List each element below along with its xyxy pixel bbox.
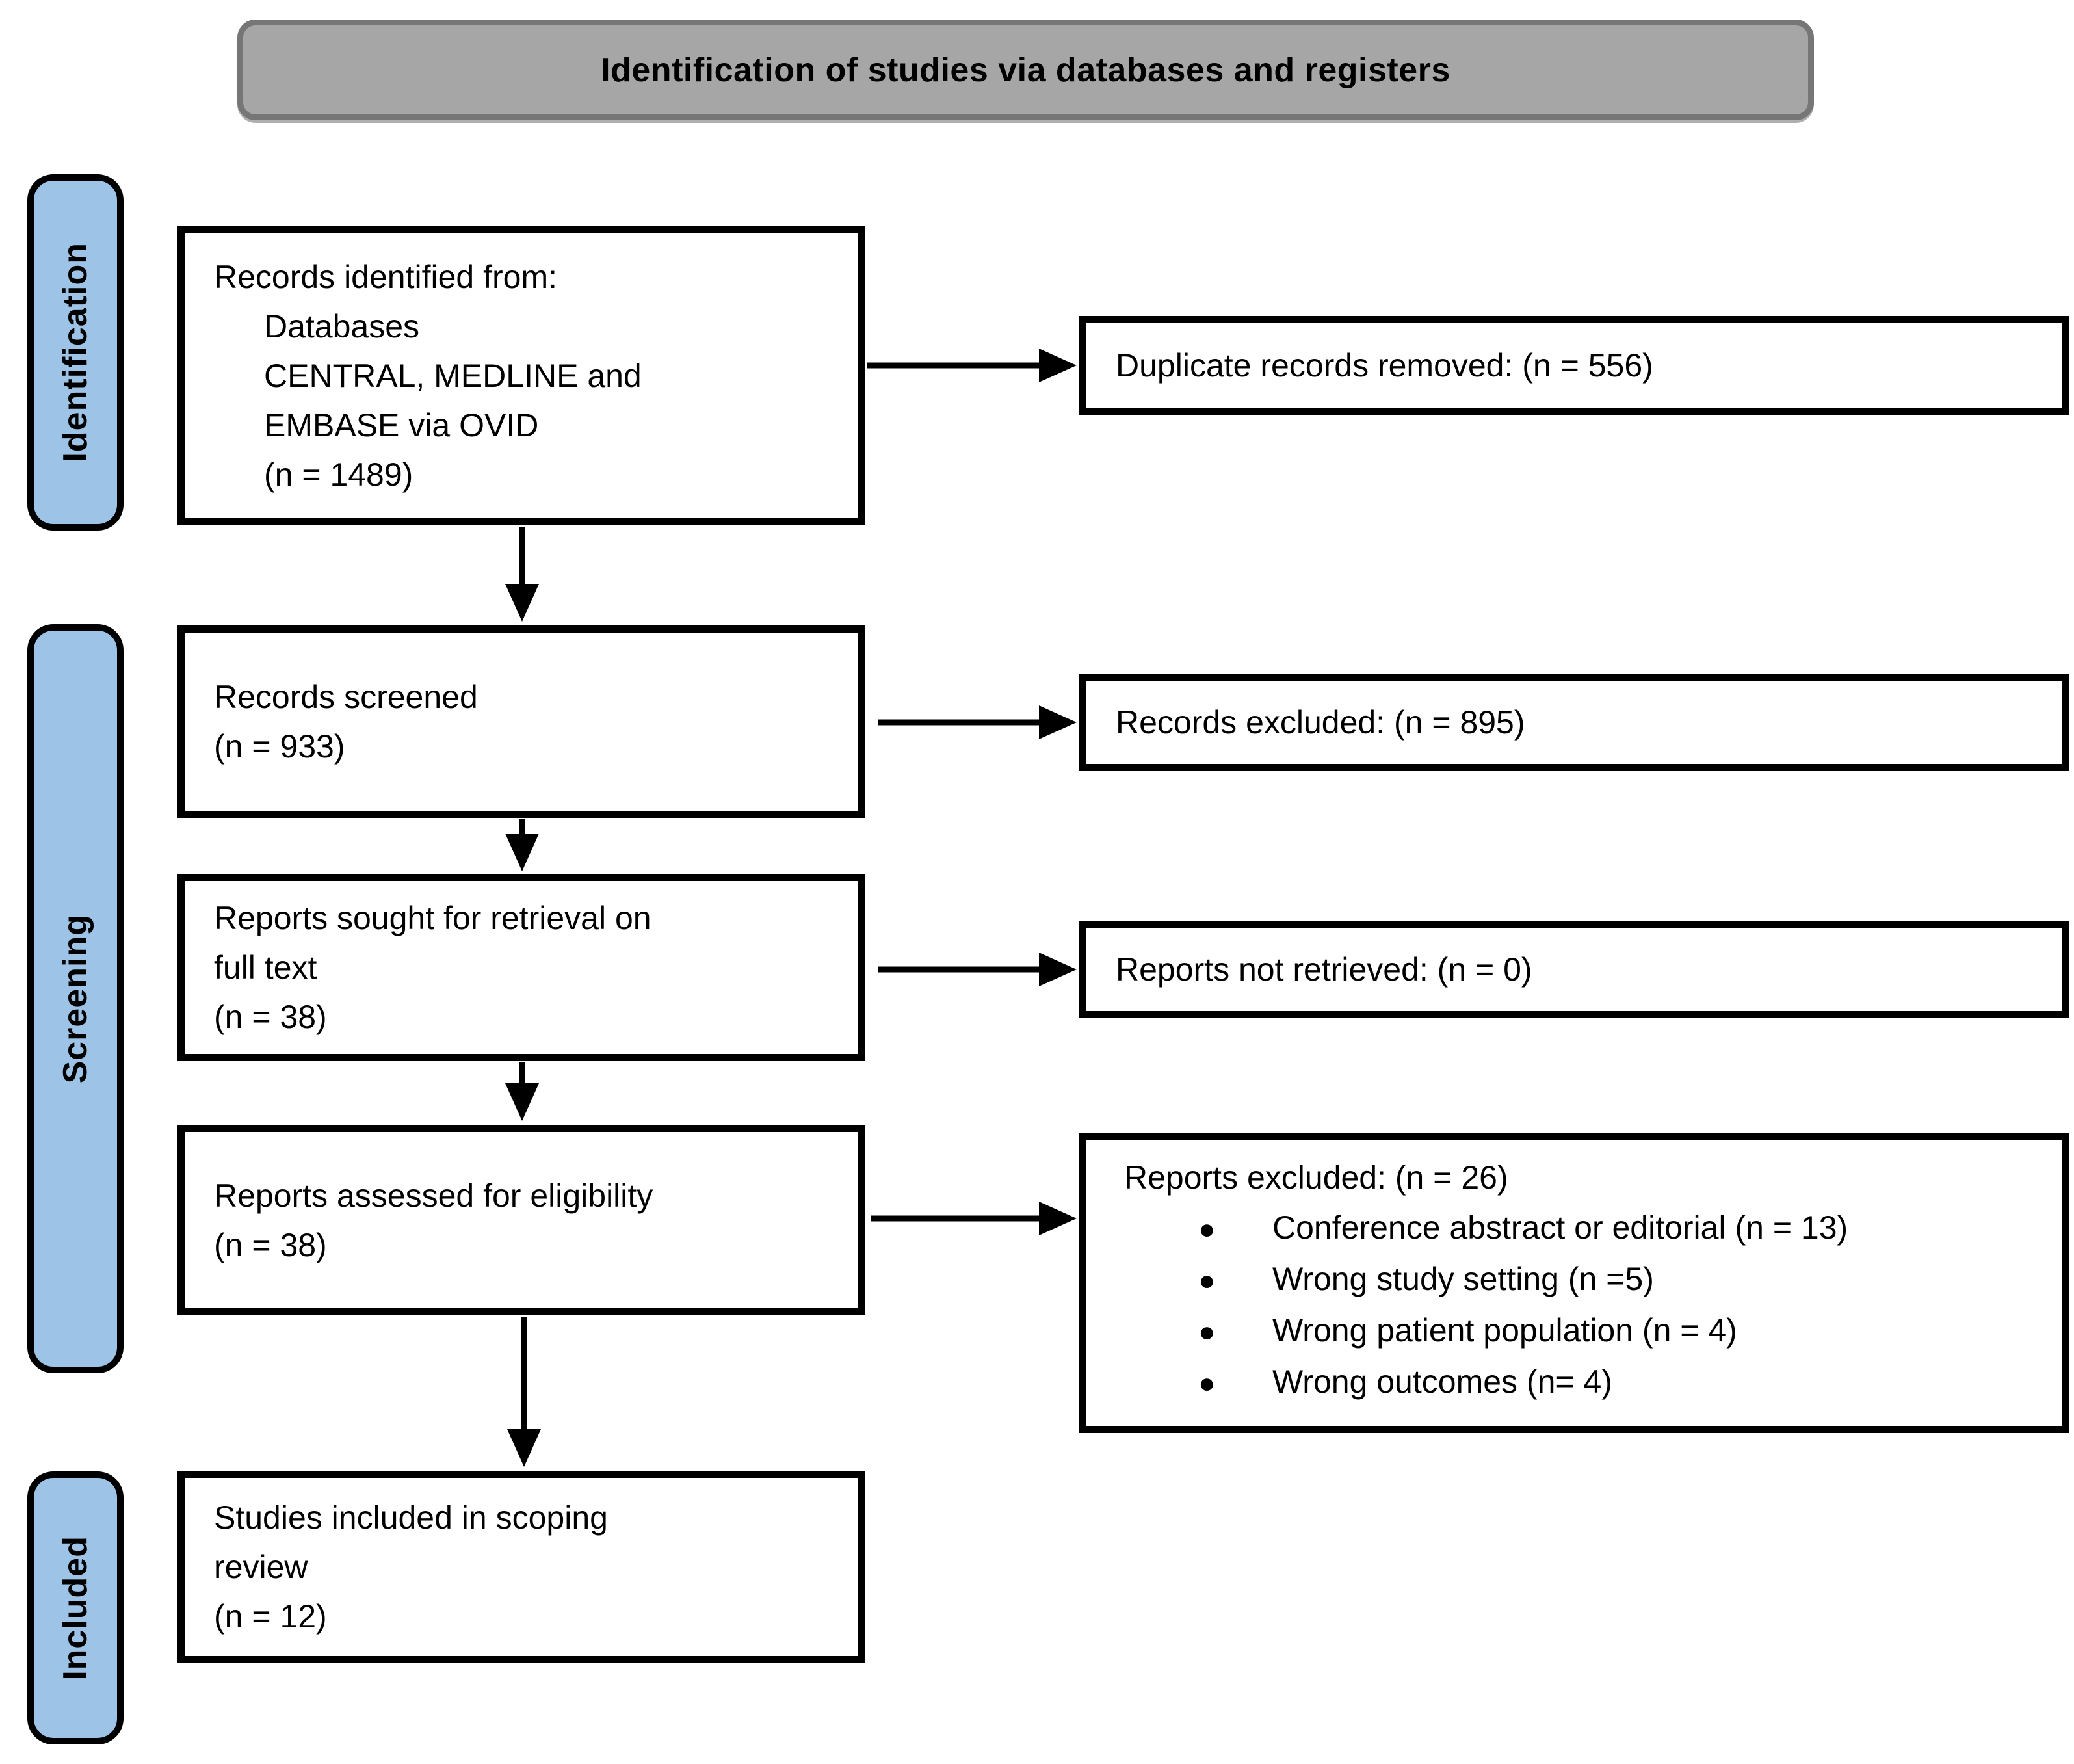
bullet-icon: ● <box>1198 1265 1216 1297</box>
stage-label-identification-text: Identification <box>57 243 94 462</box>
box-reports-assessed-line: Reports assessed for eligibility <box>214 1177 653 1214</box>
exclusion-reason-item: ● Wrong outcomes (n= 4) <box>1086 1357 2049 1408</box>
exclusion-reason-item: ● Wrong study setting (n =5) <box>1086 1254 2049 1306</box>
box-studies-included: Studies included in scoping review (n = … <box>177 1471 865 1663</box>
arrowhead-right-icon <box>1039 953 1077 986</box>
box-records-identified: Records identified from: Databases CENTR… <box>177 226 865 525</box>
exclusion-reason-item: ● Conference abstract or editorial (n = … <box>1086 1203 2049 1254</box>
diagram-title-text: Identification of studies via databases … <box>601 51 1450 89</box>
box-reports-not-retrieved-text: Reports not retrieved: (n = 0) <box>1116 951 1532 988</box>
box-reports-sought-line: (n = 38) <box>214 999 327 1035</box>
arrowhead-right-icon <box>1039 349 1077 382</box>
exclusion-reason-text: Wrong study setting (n =5) <box>1272 1261 1654 1297</box>
stage-label-screening-text: Screening <box>57 914 94 1084</box>
box-duplicates-removed: Duplicate records removed: (n = 556) <box>1079 316 2069 415</box>
exclusion-reason-text: Wrong outcomes (n= 4) <box>1272 1363 1612 1400</box>
box-reports-assessed-line: (n = 38) <box>214 1226 327 1263</box>
arrow-assessed-to-reports-excluded <box>871 1202 1077 1235</box>
stage-label-included-text: Included <box>57 1536 94 1680</box>
arrowhead-down-icon <box>507 1429 541 1467</box>
arrow-screened-to-sought <box>505 819 539 871</box>
arrow-identified-to-screened <box>505 527 539 622</box>
box-records-identified-line: EMBASE via OVID <box>264 407 539 443</box>
box-reports-assessed: Reports assessed for eligibility (n = 38… <box>177 1125 865 1315</box>
arrowhead-down-icon <box>505 584 539 622</box>
arrowhead-right-icon <box>1039 1202 1077 1235</box>
box-records-identified-line: Records identified from: <box>214 259 558 295</box>
stage-label-included: Included <box>27 1471 124 1744</box>
arrow-sought-to-not-retrieved <box>878 953 1077 986</box>
box-records-identified-line: Databases <box>264 308 420 345</box>
box-records-excluded: Records excluded: (n = 895) <box>1079 674 2069 771</box>
box-records-excluded-text: Records excluded: (n = 895) <box>1116 704 1525 741</box>
box-reports-excluded: Reports excluded: (n = 26) ● Conference … <box>1079 1133 2069 1433</box>
box-studies-included-line: (n = 12) <box>214 1598 327 1635</box>
box-studies-included-line: Studies included in scoping <box>214 1499 608 1536</box>
arrowhead-right-icon <box>1039 705 1077 739</box>
arrow-assessed-to-included <box>507 1317 541 1467</box>
arrow-sought-to-assessed <box>505 1062 539 1121</box>
bullet-icon: ● <box>1198 1316 1216 1348</box>
box-reports-sought: Reports sought for retrieval on full tex… <box>177 874 865 1061</box>
box-reports-sought-line: full text <box>214 949 317 986</box>
stage-label-screening: Screening <box>27 624 124 1373</box>
stage-label-identification: Identification <box>27 174 124 531</box>
box-records-screened-line: (n = 933) <box>214 728 345 765</box>
exclusion-reason-item: ● Wrong patient population (n = 4) <box>1086 1306 2049 1357</box>
arrow-screened-to-excluded <box>878 705 1077 739</box>
arrow-identified-to-duplicates <box>867 349 1077 382</box>
bullet-icon: ● <box>1198 1213 1216 1245</box>
box-reports-sought-line: Reports sought for retrieval on <box>214 900 651 936</box>
box-duplicates-removed-text: Duplicate records removed: (n = 556) <box>1116 347 1653 384</box>
bullet-icon: ● <box>1198 1367 1216 1399</box>
arrowhead-down-icon <box>505 1083 539 1121</box>
box-records-identified-line: CENTRAL, MEDLINE and <box>264 358 642 394</box>
box-studies-included-line: review <box>214 1549 308 1585</box>
box-records-screened: Records screened (n = 933) <box>177 625 865 818</box>
box-records-screened-line: Records screened <box>214 679 478 715</box>
exclusion-reason-text: Conference abstract or editorial (n = 13… <box>1272 1209 1848 1246</box>
box-reports-not-retrieved: Reports not retrieved: (n = 0) <box>1079 921 2069 1018</box>
box-records-identified-line: (n = 1489) <box>264 456 413 493</box>
arrowhead-down-icon <box>505 834 539 871</box>
exclusion-reason-text: Wrong patient population (n = 4) <box>1272 1312 1737 1349</box>
box-reports-excluded-heading: Reports excluded: (n = 26) <box>1124 1159 1508 1196</box>
diagram-title-banner: Identification of studies via databases … <box>237 20 1814 120</box>
